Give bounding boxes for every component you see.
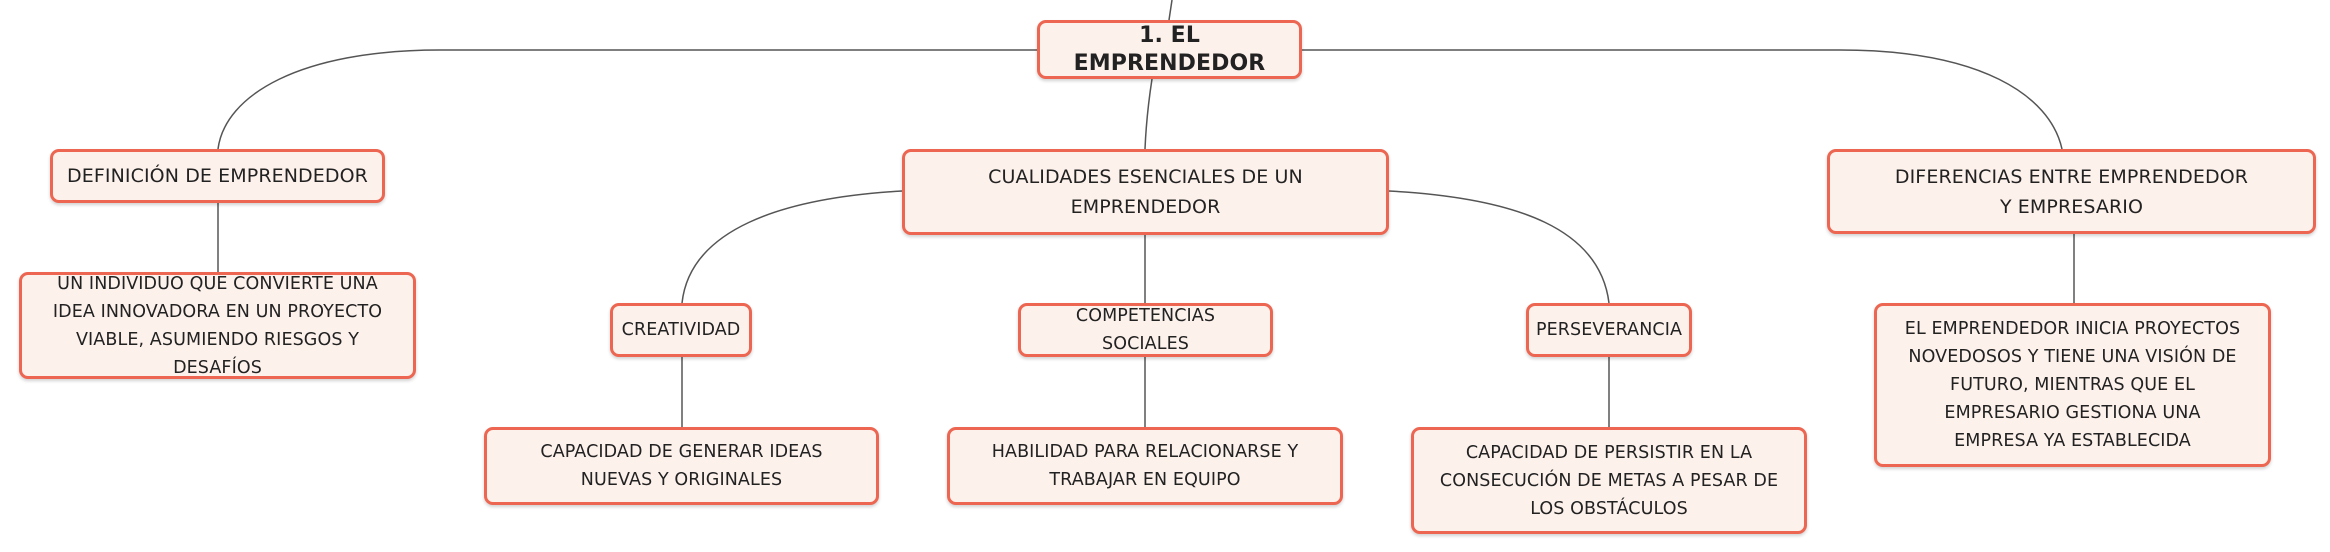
connector-parent-root [1168, 0, 1173, 21]
detail-definicion[interactable]: UN INDIVIDUO QUE CONVIERTE UNA IDEA INNO… [19, 272, 416, 379]
root-node[interactable]: 1. EL EMPRENDEDOR [1037, 20, 1302, 79]
detail-perseverancia-text: CAPACIDAD DE PERSISTIR EN LA CONSECUCIÓN… [1439, 442, 1779, 519]
detail-diferencias-text: EL EMPRENDEDOR INICIA PROYECTOS NOVEDOSO… [1904, 319, 2241, 451]
connector-cualidades-creatividad [681, 190, 903, 304]
topic-definicion[interactable]: DEFINICIÓN DE EMPRENDEDOR [50, 149, 385, 203]
detail-creatividad-text: CAPACIDAD DE GENERAR IDEAS NUEVAS Y ORIG… [540, 442, 823, 490]
connector-root-definicion [217, 49, 1037, 150]
subtopic-competencias-label: COMPETENCIAS SOCIALES [1075, 306, 1216, 354]
topic-cualidades-label: CUALIDADES ESENCIALES DE UN EMPRENDEDOR [988, 166, 1303, 218]
topic-definicion-label: DEFINICIÓN DE EMPRENDEDOR [67, 165, 368, 187]
connector-cualidades-perseverancia [1388, 190, 1610, 304]
topic-diferencias[interactable]: DIFERENCIAS ENTRE EMPRENDEDOR Y EMPRESAR… [1827, 149, 2316, 234]
subtopic-perseverancia-label: PERSEVERANCIA [1535, 320, 1683, 340]
root-node-label: 1. EL EMPRENDEDOR [1073, 22, 1266, 76]
detail-competencias-sociales[interactable]: HABILIDAD PARA RELACIONARSE Y TRABAJAR E… [947, 427, 1343, 505]
subtopic-perseverancia[interactable]: PERSEVERANCIA [1526, 303, 1692, 357]
detail-definicion-text: UN INDIVIDUO QUE CONVIERTE UNA IDEA INNO… [52, 273, 383, 378]
topic-diferencias-label: DIFERENCIAS ENTRE EMPRENDEDOR Y EMPRESAR… [1894, 165, 2249, 218]
subtopic-competencias-sociales[interactable]: COMPETENCIAS SOCIALES [1018, 303, 1273, 357]
detail-creatividad[interactable]: CAPACIDAD DE GENERAR IDEAS NUEVAS Y ORIG… [484, 427, 879, 505]
detail-perseverancia[interactable]: CAPACIDAD DE PERSISTIR EN LA CONSECUCIÓN… [1411, 427, 1807, 534]
connector-root-cualidades [1144, 78, 1153, 150]
connector-root-diferencias [1302, 49, 2063, 150]
subtopic-creatividad[interactable]: CREATIVIDAD [610, 303, 752, 357]
detail-diferencias[interactable]: EL EMPRENDEDOR INICIA PROYECTOS NOVEDOSO… [1874, 303, 2271, 467]
topic-cualidades[interactable]: CUALIDADES ESENCIALES DE UN EMPRENDEDOR [902, 149, 1389, 235]
subtopic-creatividad-label: CREATIVIDAD [621, 320, 741, 340]
detail-competencias-text: HABILIDAD PARA RELACIONARSE Y TRABAJAR E… [991, 442, 1299, 490]
